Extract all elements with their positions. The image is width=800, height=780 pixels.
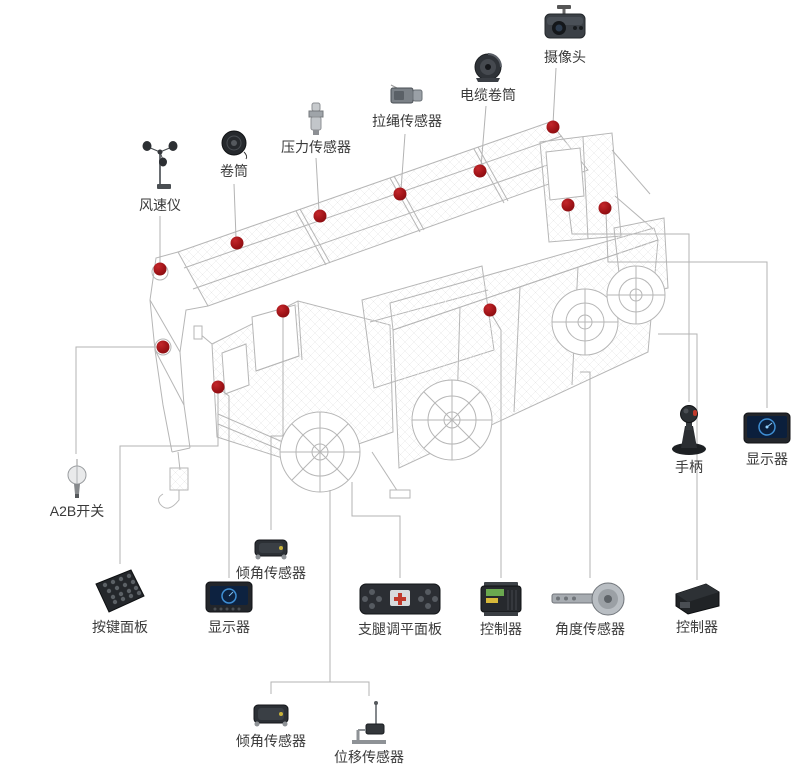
component-rope-sensor: 拉绳传感器 [362,80,452,130]
component-label: 显示器 [746,451,788,467]
component-label: 倾角传感器 [236,733,306,749]
component-tilt-sensor-upper: 倾角传感器 [234,534,308,582]
component-joystick: 手柄 [662,404,716,476]
component-label: 按键面板 [92,619,148,635]
controller-icon [672,582,722,616]
component-angle-sensor: 角度传感器 [546,580,634,638]
connector-reel [233,183,237,239]
hotspot-dot-boom-1 [230,236,244,250]
hotspot-dot-boom-4 [473,164,487,178]
component-label: 位移传感器 [334,749,404,765]
component-label: 压力传感器 [281,139,351,155]
hotspot-dot-cab-roof [276,304,290,318]
hotspot-dot-operator-cab-right [598,201,612,215]
angle-sensor-icon [550,580,630,618]
connector-display-right [605,212,768,408]
displacement-sensor-icon [346,700,392,746]
hotspot-dot-mast-top [153,262,167,276]
component-reel: 卷筒 [198,130,270,180]
hotspot-dot-cab-front [211,380,225,394]
connector-cable-reel [480,105,487,168]
a2b-switch-icon [64,458,90,500]
component-pressure-sensor: 压力传感器 [270,102,362,156]
component-controller-left: 控制器 [470,580,532,638]
component-label: A2B开关 [49,503,105,519]
component-label: 倾角传感器 [236,565,306,581]
tilt-sensor-icon [251,534,291,562]
component-a2b-switch: A2B开关 [40,458,114,520]
component-camera: 摄像头 [527,4,603,66]
outrigger-panel-icon [358,580,442,618]
cable-reel-icon [470,52,506,84]
camera-icon [535,4,595,46]
reel-icon [217,130,251,160]
component-display-right: 显示器 [736,410,798,468]
connector-rope-sensor [400,133,406,191]
component-label: 显示器 [208,619,250,635]
connector-camera [552,67,557,125]
display-icon [205,580,253,616]
hotspot-dot-operator-cab-left [561,198,575,212]
hotspot-dot-boom-3 [393,187,407,201]
component-controller-right: 控制器 [664,582,730,636]
connector-angle-sensor [580,371,591,578]
keypad-icon [93,568,147,616]
component-outrigger-panel: 支腿调平面板 [352,580,448,638]
anemometer-icon [140,140,180,194]
connector-controller-right [658,333,698,580]
component-label: 卷筒 [220,163,248,179]
connector-outrigger-panel [351,482,401,578]
pressure-sensor-icon [303,102,329,136]
tilt-sensor-icon [249,698,293,730]
connector-a2b [75,346,157,454]
connector-tilt-lower [270,681,370,696]
display-icon [743,410,791,448]
controller-icon [478,580,524,618]
component-label: 控制器 [676,619,718,635]
component-display-left: 显示器 [196,580,262,636]
rope-sensor-icon [389,80,425,110]
component-anemometer: 风速仪 [125,140,195,214]
connector-tilt-upper [270,317,284,530]
hotspot-dot-mast-lower [156,340,170,354]
hotspot-dot-boom-2 [313,209,327,223]
component-tilt-sensor-lower: 倾角传感器 [234,698,308,750]
component-label: 摄像头 [544,49,586,65]
hotspot-dot-boom-tip [546,120,560,134]
component-keypad: 按键面板 [84,568,156,636]
connector-keypad [119,393,219,564]
component-label: 角度传感器 [555,621,625,637]
joystick-icon [668,404,710,456]
connector-pressure-sensor [315,157,320,212]
component-label: 支腿调平面板 [358,621,442,637]
component-label: 拉绳传感器 [372,113,442,129]
connector-joystick [568,210,690,402]
component-cable-reel: 电缆卷筒 [450,52,526,104]
connector-display-left [220,389,230,578]
component-displacement-sensor: 位移传感器 [330,700,408,766]
connector-controller-left [491,314,502,578]
component-label: 手柄 [675,459,703,475]
hotspot-dot-bed-center [483,303,497,317]
component-label: 风速仪 [139,197,181,213]
component-label: 控制器 [480,621,522,637]
component-label: 电缆卷筒 [460,87,516,103]
